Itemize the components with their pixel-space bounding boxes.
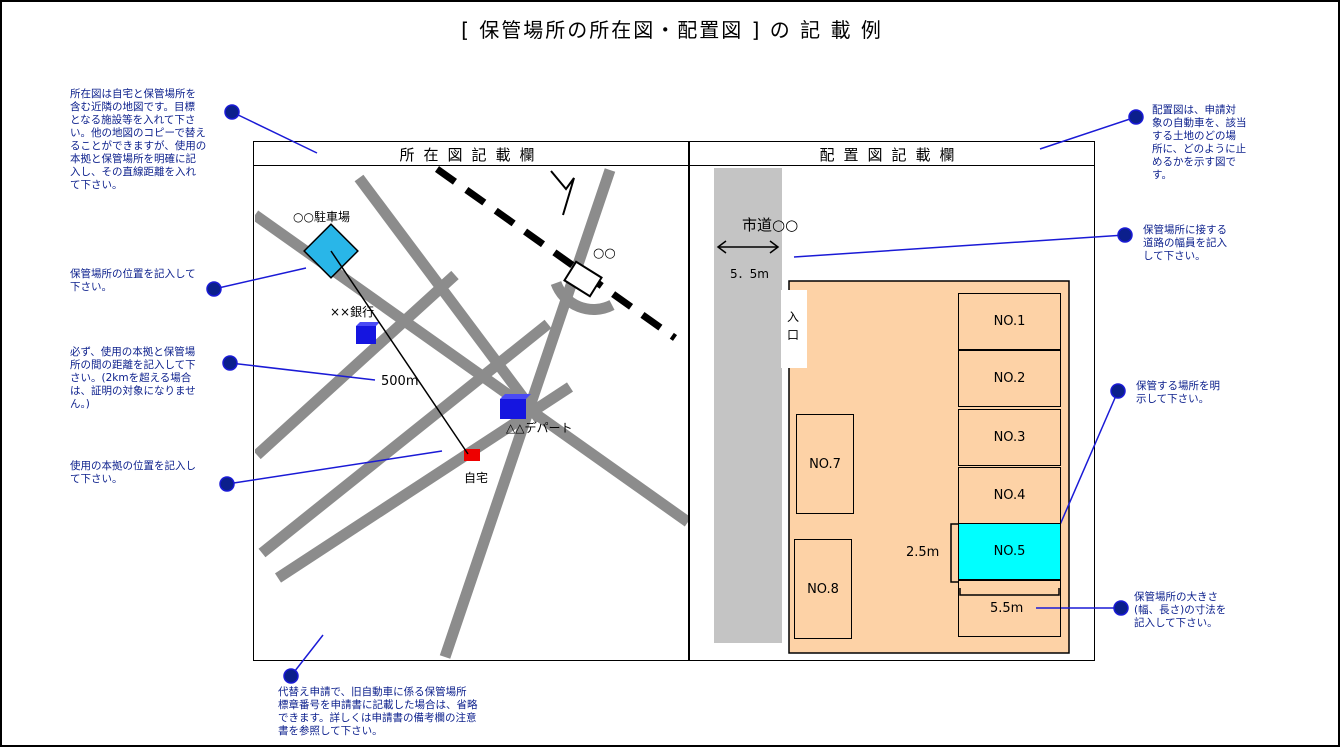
road-cross-2: [258, 319, 552, 558]
roundabout-arc: [550, 280, 615, 315]
location-map-header: 所在図記載欄: [399, 146, 544, 164]
note-road-width: 保管場所に接する 道路の幅員を記入 して下さい。: [1143, 224, 1227, 262]
slot-no2: NO.2: [958, 350, 1061, 407]
note-layout-map: 配置図は、申請対 象の自動車を、該当 する土地のどの場 所に、どのように止 める…: [1152, 104, 1247, 181]
page-title: [ 保管場所の所在図・配置図 ] の 記 載 例: [461, 18, 883, 42]
slot-no3: NO.3: [958, 409, 1061, 466]
callout-dot-location-map: [224, 104, 240, 120]
road-name-label: 市道○○: [742, 216, 799, 234]
road-diagonal-2: [354, 174, 545, 424]
home-label: 自宅: [464, 471, 489, 485]
distance-line: [330, 250, 469, 455]
slot-no4: NO.4: [958, 467, 1061, 524]
note-location-map: 所在図は自宅と保管場所を 含む近隣の地図です。目標 となる施設等を入れて下さ い…: [70, 88, 207, 191]
landmark-label: ○○: [593, 246, 616, 261]
layout-map-header: 配置図記載欄: [819, 146, 964, 164]
note-home-position: 使用の本拠の位置を記入し て下さい。: [70, 460, 196, 485]
note-storage-position: 保管場所の位置を記入して 下さい。: [70, 268, 196, 293]
callout-dot-distance: [222, 355, 238, 371]
bank-icon: [356, 322, 380, 344]
dept-store-icon: [500, 394, 531, 419]
callout-dot-dimensions: [1113, 600, 1129, 616]
distance-label: 500m: [381, 374, 419, 389]
callout-dot-storage-position: [206, 281, 222, 297]
landmark-building: [563, 260, 603, 298]
slot-no8: NO.8: [794, 539, 852, 639]
dept-store-label: △△デパート: [506, 421, 573, 435]
slot-no5-highlighted: NO.5: [958, 523, 1061, 580]
road-cross-1: [255, 270, 459, 460]
location-map-header-box: [253, 141, 690, 166]
home-marker: [464, 449, 480, 461]
road-width-label: 5．5m: [730, 267, 769, 281]
note-storage-spot: 保管する場所を明 示して下さい。: [1136, 380, 1220, 405]
slot-width-label: 2.5m: [906, 545, 940, 560]
slot-length-label: 5.5m: [990, 601, 1024, 616]
layout-map-header-box: [688, 141, 1095, 166]
bank-label: ××銀行: [330, 305, 375, 319]
width-bracket: [950, 523, 958, 583]
slot-no1: NO.1: [958, 293, 1061, 350]
north-arrow: [550, 170, 575, 216]
side-road: [714, 168, 782, 643]
parking-label: ○○駐車場: [293, 210, 350, 224]
slot-no7: NO.7: [796, 414, 854, 514]
callout-dot-road-width: [1117, 227, 1133, 243]
entrance-gate: [781, 290, 807, 368]
note-replacement: 代替え申請で、旧自動車に係る保管場所 標章番号を申請書に記載した場合は、省略 で…: [278, 686, 478, 737]
railway-line: [434, 166, 678, 341]
entrance-label: 入 口: [787, 310, 800, 342]
length-bracket: [959, 588, 1060, 596]
callout-dot-replacement: [283, 668, 299, 684]
note-dimensions: 保管場所の大きさ (幅、長さ)の寸法を 記入して下さい。: [1134, 591, 1227, 629]
callout-dot-layout-map: [1128, 109, 1144, 125]
callout-dot-home-position: [219, 476, 235, 492]
road-long: [439, 168, 616, 659]
callout-dot-storage-spot: [1110, 383, 1126, 399]
slot-below-no5: [958, 580, 1061, 637]
note-distance: 必ず、使用の本拠と保管場 所の間の距離を記入して下 さい。(2kmを超える場合 …: [70, 346, 196, 410]
